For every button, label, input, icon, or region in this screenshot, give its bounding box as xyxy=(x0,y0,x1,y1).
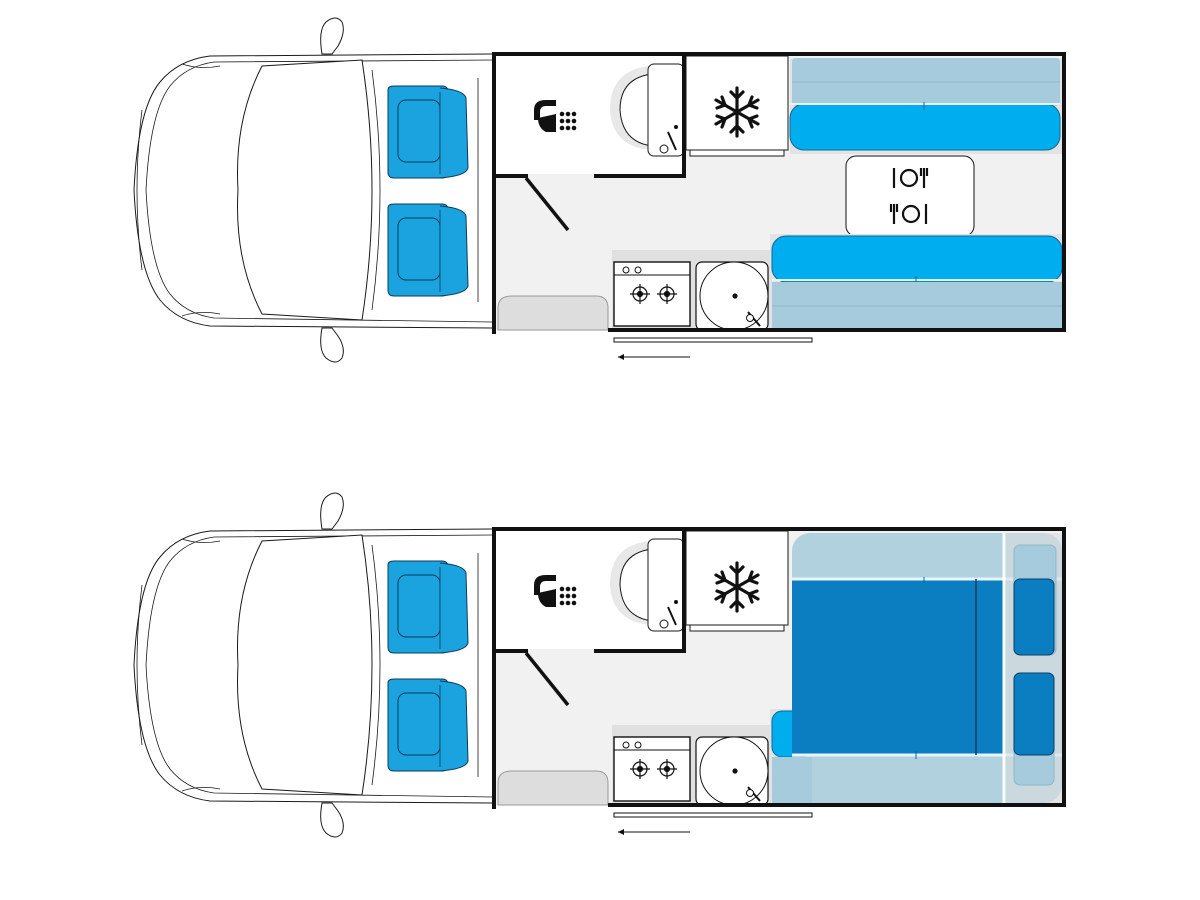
dining-table-icon xyxy=(889,168,929,224)
passenger-seat xyxy=(387,678,469,772)
bench-seat-lower xyxy=(770,234,1063,330)
van-cab xyxy=(133,492,493,838)
double-bed xyxy=(792,533,1062,803)
night-layout xyxy=(133,492,1066,838)
dining-table xyxy=(845,155,975,237)
driver-seat xyxy=(387,85,469,179)
bench-seat-upper xyxy=(789,58,1062,154)
van-cab xyxy=(133,17,493,363)
driver-seat xyxy=(387,560,469,654)
passenger-seat xyxy=(387,203,469,297)
day-layout xyxy=(133,17,1066,363)
